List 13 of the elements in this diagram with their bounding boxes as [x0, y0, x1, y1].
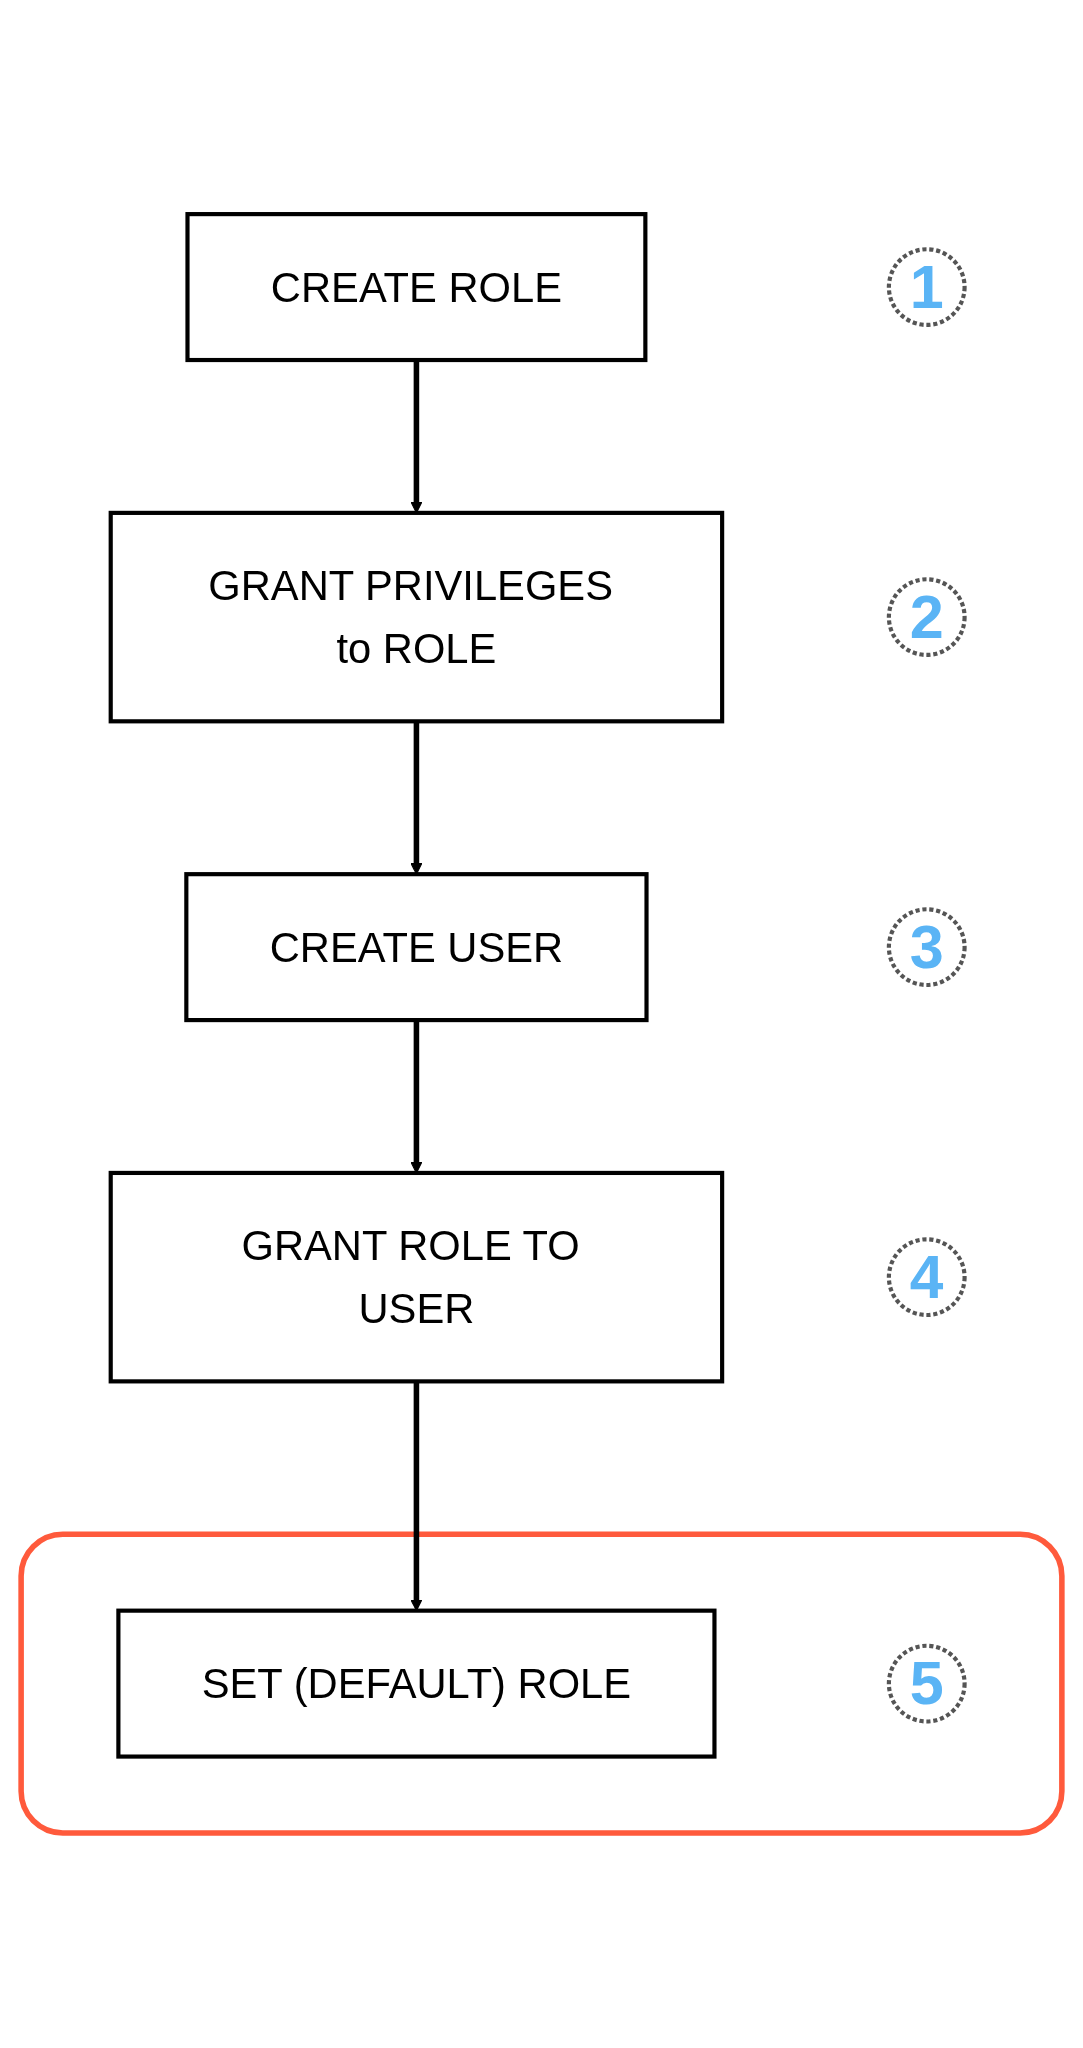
node-box: SET (DEFAULT) ROLE [116, 1609, 717, 1760]
node-box: GRANT ROLE TO USER [108, 1171, 725, 1384]
node-circle: 3 [886, 907, 967, 988]
node-box: GRANT PRIVILEGES to ROLE [108, 511, 725, 724]
node-circle: 2 [886, 577, 967, 658]
node-box: CREATE ROLE [185, 212, 648, 363]
node-circle: 5 [886, 1644, 967, 1724]
arrow [410, 1020, 423, 1174]
cluster [18, 1531, 1065, 1837]
node-box: CREATE USER [184, 872, 649, 1023]
arrow [410, 360, 423, 514]
node-circle: 4 [886, 1237, 967, 1318]
node-circle: 1 [886, 247, 967, 328]
